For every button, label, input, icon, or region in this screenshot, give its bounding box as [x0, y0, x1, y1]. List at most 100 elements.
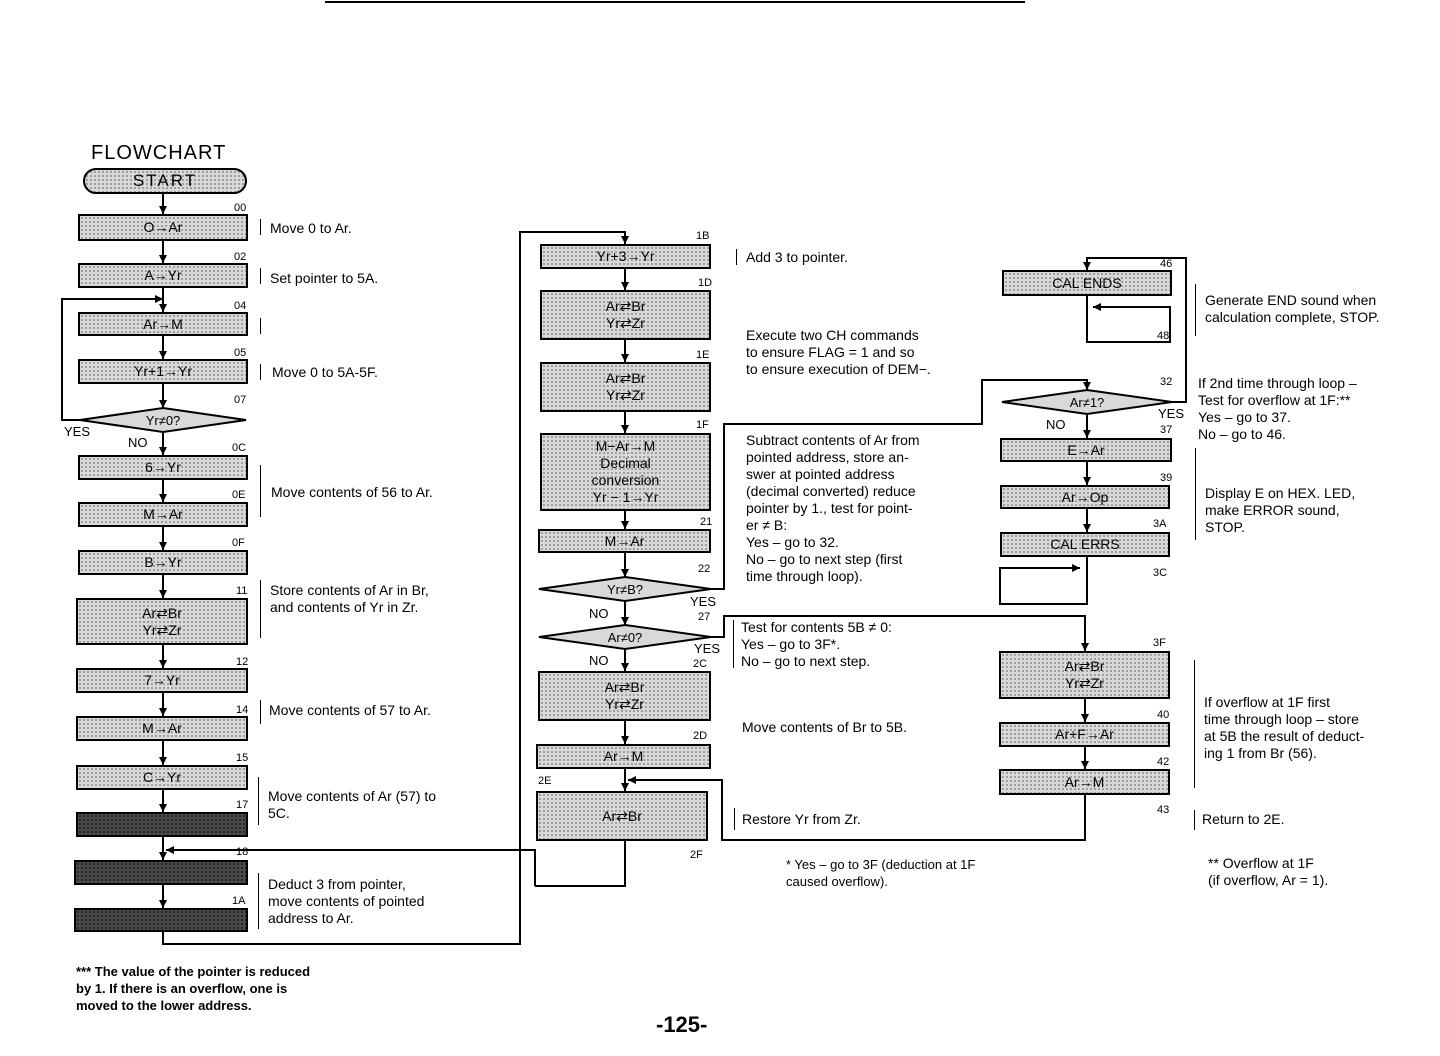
decision-ar-ne-1-label: Ar≠1? — [1069, 394, 1105, 410]
address-label: 1D — [698, 277, 713, 289]
address-label: 00 — [234, 202, 247, 214]
address-label: 3A — [1153, 518, 1167, 530]
note-bracket — [736, 249, 737, 265]
note-bracket — [260, 318, 261, 334]
step-label: O→Ar — [143, 219, 183, 235]
step-15: C→Yr — [76, 765, 248, 790]
step-label: Ar→M — [1064, 773, 1105, 790]
address-label: 18 — [236, 846, 249, 858]
step-label: Yr⇄Zr — [605, 696, 644, 712]
step-label: Ar+F→Ar — [1055, 726, 1114, 742]
step-label: Ar⇄Br — [602, 807, 642, 824]
step-label: Ar→Op — [1061, 488, 1109, 505]
step-04: Ar→M — [78, 312, 248, 336]
note-bracket — [258, 873, 259, 929]
step-label: M→Ar — [143, 506, 183, 522]
footnote-star: * Yes – go to 3F (deduction at 1F caused… — [786, 857, 976, 889]
address-label: 1E — [696, 349, 710, 361]
decision-yr-ne-0 — [79, 406, 247, 434]
step-17 — [76, 812, 248, 837]
step-label: Ar⇄Br — [605, 298, 646, 314]
address-label: 3F — [1153, 637, 1166, 649]
step-label: M→Ar — [142, 720, 182, 736]
note-subtract: Subtract contents of Ar from pointed add… — [746, 432, 920, 584]
step-label: Ar→M — [143, 315, 183, 332]
address-label: 0F — [232, 537, 245, 549]
note-store-ar: Store contents of Ar in Br, and contents… — [270, 582, 429, 615]
step-label: A→Yr — [144, 267, 182, 283]
step-21: M→Ar — [538, 529, 711, 553]
decision-yr-ne-b — [538, 575, 712, 603]
no-label: NO — [1046, 417, 1066, 432]
note-bracket — [734, 808, 735, 830]
address-label: 11 — [236, 585, 248, 597]
step-00: O→Ar — [78, 214, 248, 241]
address-label: 2D — [693, 730, 708, 742]
address-label: 12 — [236, 656, 249, 668]
step-label: Ar⇄Br — [604, 679, 645, 695]
page-number: -125- — [656, 1012, 708, 1037]
note-bracket — [260, 465, 261, 517]
footnote-triple-star: *** The value of the pointer is reduced … — [76, 964, 311, 1013]
address-label: 0E — [232, 489, 246, 501]
step-0c: 6→Yr — [78, 455, 248, 480]
address-label: 1B — [696, 230, 710, 242]
note-move-br-5b: Move contents of Br to 5B. — [742, 719, 907, 735]
step-label: Decimal — [600, 455, 651, 471]
step-label: Yr − 1→Yr — [592, 489, 659, 505]
note-deduct-3: Deduct 3 from pointer, move contents of … — [268, 876, 425, 926]
no-label: NO — [128, 435, 148, 450]
step-label: Ar⇄Br — [1064, 658, 1105, 674]
note-bracket — [260, 219, 261, 235]
yes-label: YES — [690, 594, 717, 609]
step-label: C→Yr — [142, 769, 182, 785]
step-label: Yr+1→Yr — [134, 363, 192, 379]
note-bracket — [1195, 448, 1196, 540]
step-label: Ar⇄Br — [605, 370, 646, 386]
note-test-5b: Test for contents 5B ≠ 0: Yes – go to 3F… — [741, 619, 892, 669]
decision-ar-ne-0 — [538, 623, 712, 651]
step-2d: Ar→M — [536, 744, 711, 769]
address-label: 32 — [1160, 376, 1173, 388]
address-label: 14 — [236, 704, 249, 716]
note-move-0-ar: Move 0 to Ar. — [270, 220, 352, 236]
address-label: 1F — [696, 419, 709, 431]
step-label: Yr⇄Zr — [606, 387, 645, 403]
address-label: 22 — [698, 563, 711, 575]
no-label: NO — [589, 606, 609, 621]
address-label: 2E — [538, 775, 552, 787]
decision-yr-ne-b-label: Yr≠B? — [606, 581, 644, 597]
note-move-57: Move contents of 57 to Ar. — [269, 702, 431, 718]
step-02: A→Yr — [78, 263, 248, 288]
step-18 — [74, 860, 248, 885]
step-label: Yr⇄Zr — [142, 621, 182, 638]
note-move-0-5a: Move 0 to 5A-5F. — [272, 364, 378, 380]
note-bracket — [260, 268, 261, 284]
note-return-2e: Return to 2E. — [1202, 811, 1285, 827]
step-label: 7→Yr — [144, 672, 180, 688]
address-label: 0C — [232, 442, 247, 454]
step-37: E→Ar — [1000, 438, 1172, 462]
address-label: 04 — [234, 300, 247, 312]
step-label: Ar→M — [603, 748, 644, 764]
address-label: 46 — [1160, 258, 1173, 270]
note-restore-yr: Restore Yr from Zr. — [742, 811, 861, 827]
note-bracket — [260, 700, 261, 724]
step-label: Yr+3→Yr — [596, 248, 655, 264]
note-second-loop: If 2nd time through loop – Test for over… — [1198, 375, 1357, 442]
step-label: CAL ENDS — [1052, 274, 1122, 291]
start-terminal: START — [83, 168, 247, 194]
note-move-56: Move contents of 56 to Ar. — [271, 484, 433, 500]
step-label: Ar⇄Br — [142, 604, 182, 621]
step-05: Yr+1→Yr — [78, 359, 248, 384]
address-label: 37 — [1160, 424, 1173, 436]
note-bracket — [1194, 810, 1195, 830]
note-end-sound: Generate END sound when calculation comp… — [1205, 292, 1380, 325]
